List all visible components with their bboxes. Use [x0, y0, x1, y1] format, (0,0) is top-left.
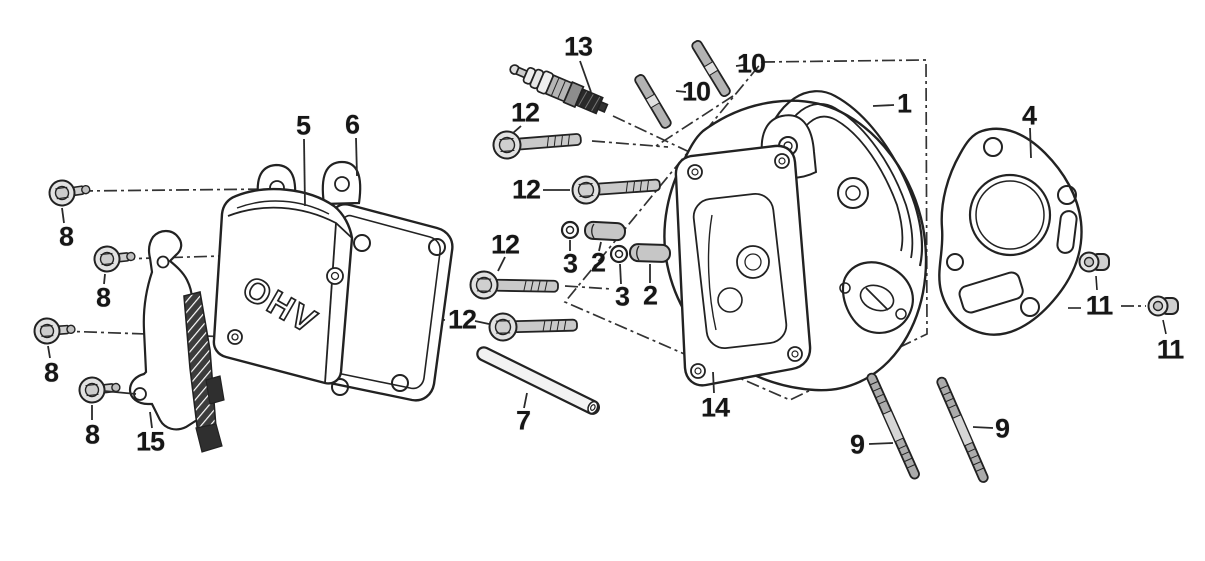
part-callout-8-3: 8 — [43, 357, 59, 388]
stud-10-a — [634, 74, 672, 129]
bolt-8-4 — [78, 376, 121, 404]
bolt-11-a — [1078, 251, 1110, 291]
part-callout-6: 6 — [344, 109, 360, 140]
part-callout-14: 14 — [700, 392, 730, 423]
part-callout-8-1: 8 — [58, 221, 74, 252]
part-callout-12-3: 12 — [490, 229, 520, 260]
bolt-8-3 — [33, 317, 76, 345]
part-callout-4: 4 — [1021, 100, 1037, 131]
part-callout-1: 1 — [896, 88, 912, 119]
part-callout-5: 5 — [295, 110, 311, 141]
part-callout-12-2: 12 — [511, 174, 541, 205]
part-15-shroud-bracket — [128, 229, 225, 453]
part-callout-12-1: 12 — [510, 97, 540, 128]
part-7-tube — [476, 346, 601, 415]
part-13-spark-plug — [509, 64, 609, 115]
part-callout-10-1: 10 — [681, 76, 711, 107]
bolt-8-2 — [93, 245, 136, 273]
part-callout-8-4: 8 — [84, 419, 100, 450]
part-3-orings — [560, 220, 629, 264]
part-callout-8-2: 8 — [95, 282, 111, 313]
part-callout-11-2: 11 — [1156, 334, 1185, 365]
part-2-dowel-pins — [583, 220, 672, 263]
part-4-head-gasket — [938, 127, 1083, 336]
part-1-cylinder-head — [663, 90, 928, 392]
part-5-head-cover: OHV — [212, 160, 362, 385]
part-callout-13: 13 — [563, 31, 593, 62]
callout-connectors — [47, 60, 1032, 445]
bolt-12-3 — [469, 270, 559, 300]
stud-9-a — [866, 372, 920, 480]
bolt-8-1 — [48, 179, 91, 207]
part-8-bolts — [33, 179, 136, 404]
part-11-bolts — [1078, 251, 1179, 335]
bolt-12-1 — [492, 130, 582, 160]
part-callout-12-4: 12 — [447, 304, 477, 335]
part-9-studs — [866, 372, 989, 483]
part-callout-2-1: 2 — [590, 247, 606, 278]
part-callout-10-2: 10 — [736, 48, 766, 79]
bolt-12-2 — [571, 175, 661, 205]
part-callout-3-1: 3 — [562, 248, 578, 279]
part-12-bolts — [469, 130, 661, 342]
part-callout-7: 7 — [515, 405, 531, 436]
part-callout-9-2: 9 — [994, 413, 1010, 444]
stud-10-b — [691, 40, 731, 98]
part-callout-3-2: 3 — [614, 281, 630, 312]
part-callout-15: 15 — [135, 426, 165, 457]
part-callout-11-1: 11 — [1085, 290, 1114, 321]
part-callout-9-1: 9 — [849, 429, 865, 460]
bolt-11-b — [1147, 295, 1179, 335]
part-callout-2-2: 2 — [642, 280, 658, 311]
bolt-12-4 — [488, 312, 578, 342]
stud-9-b — [936, 376, 989, 483]
part-10-studs — [634, 40, 731, 129]
